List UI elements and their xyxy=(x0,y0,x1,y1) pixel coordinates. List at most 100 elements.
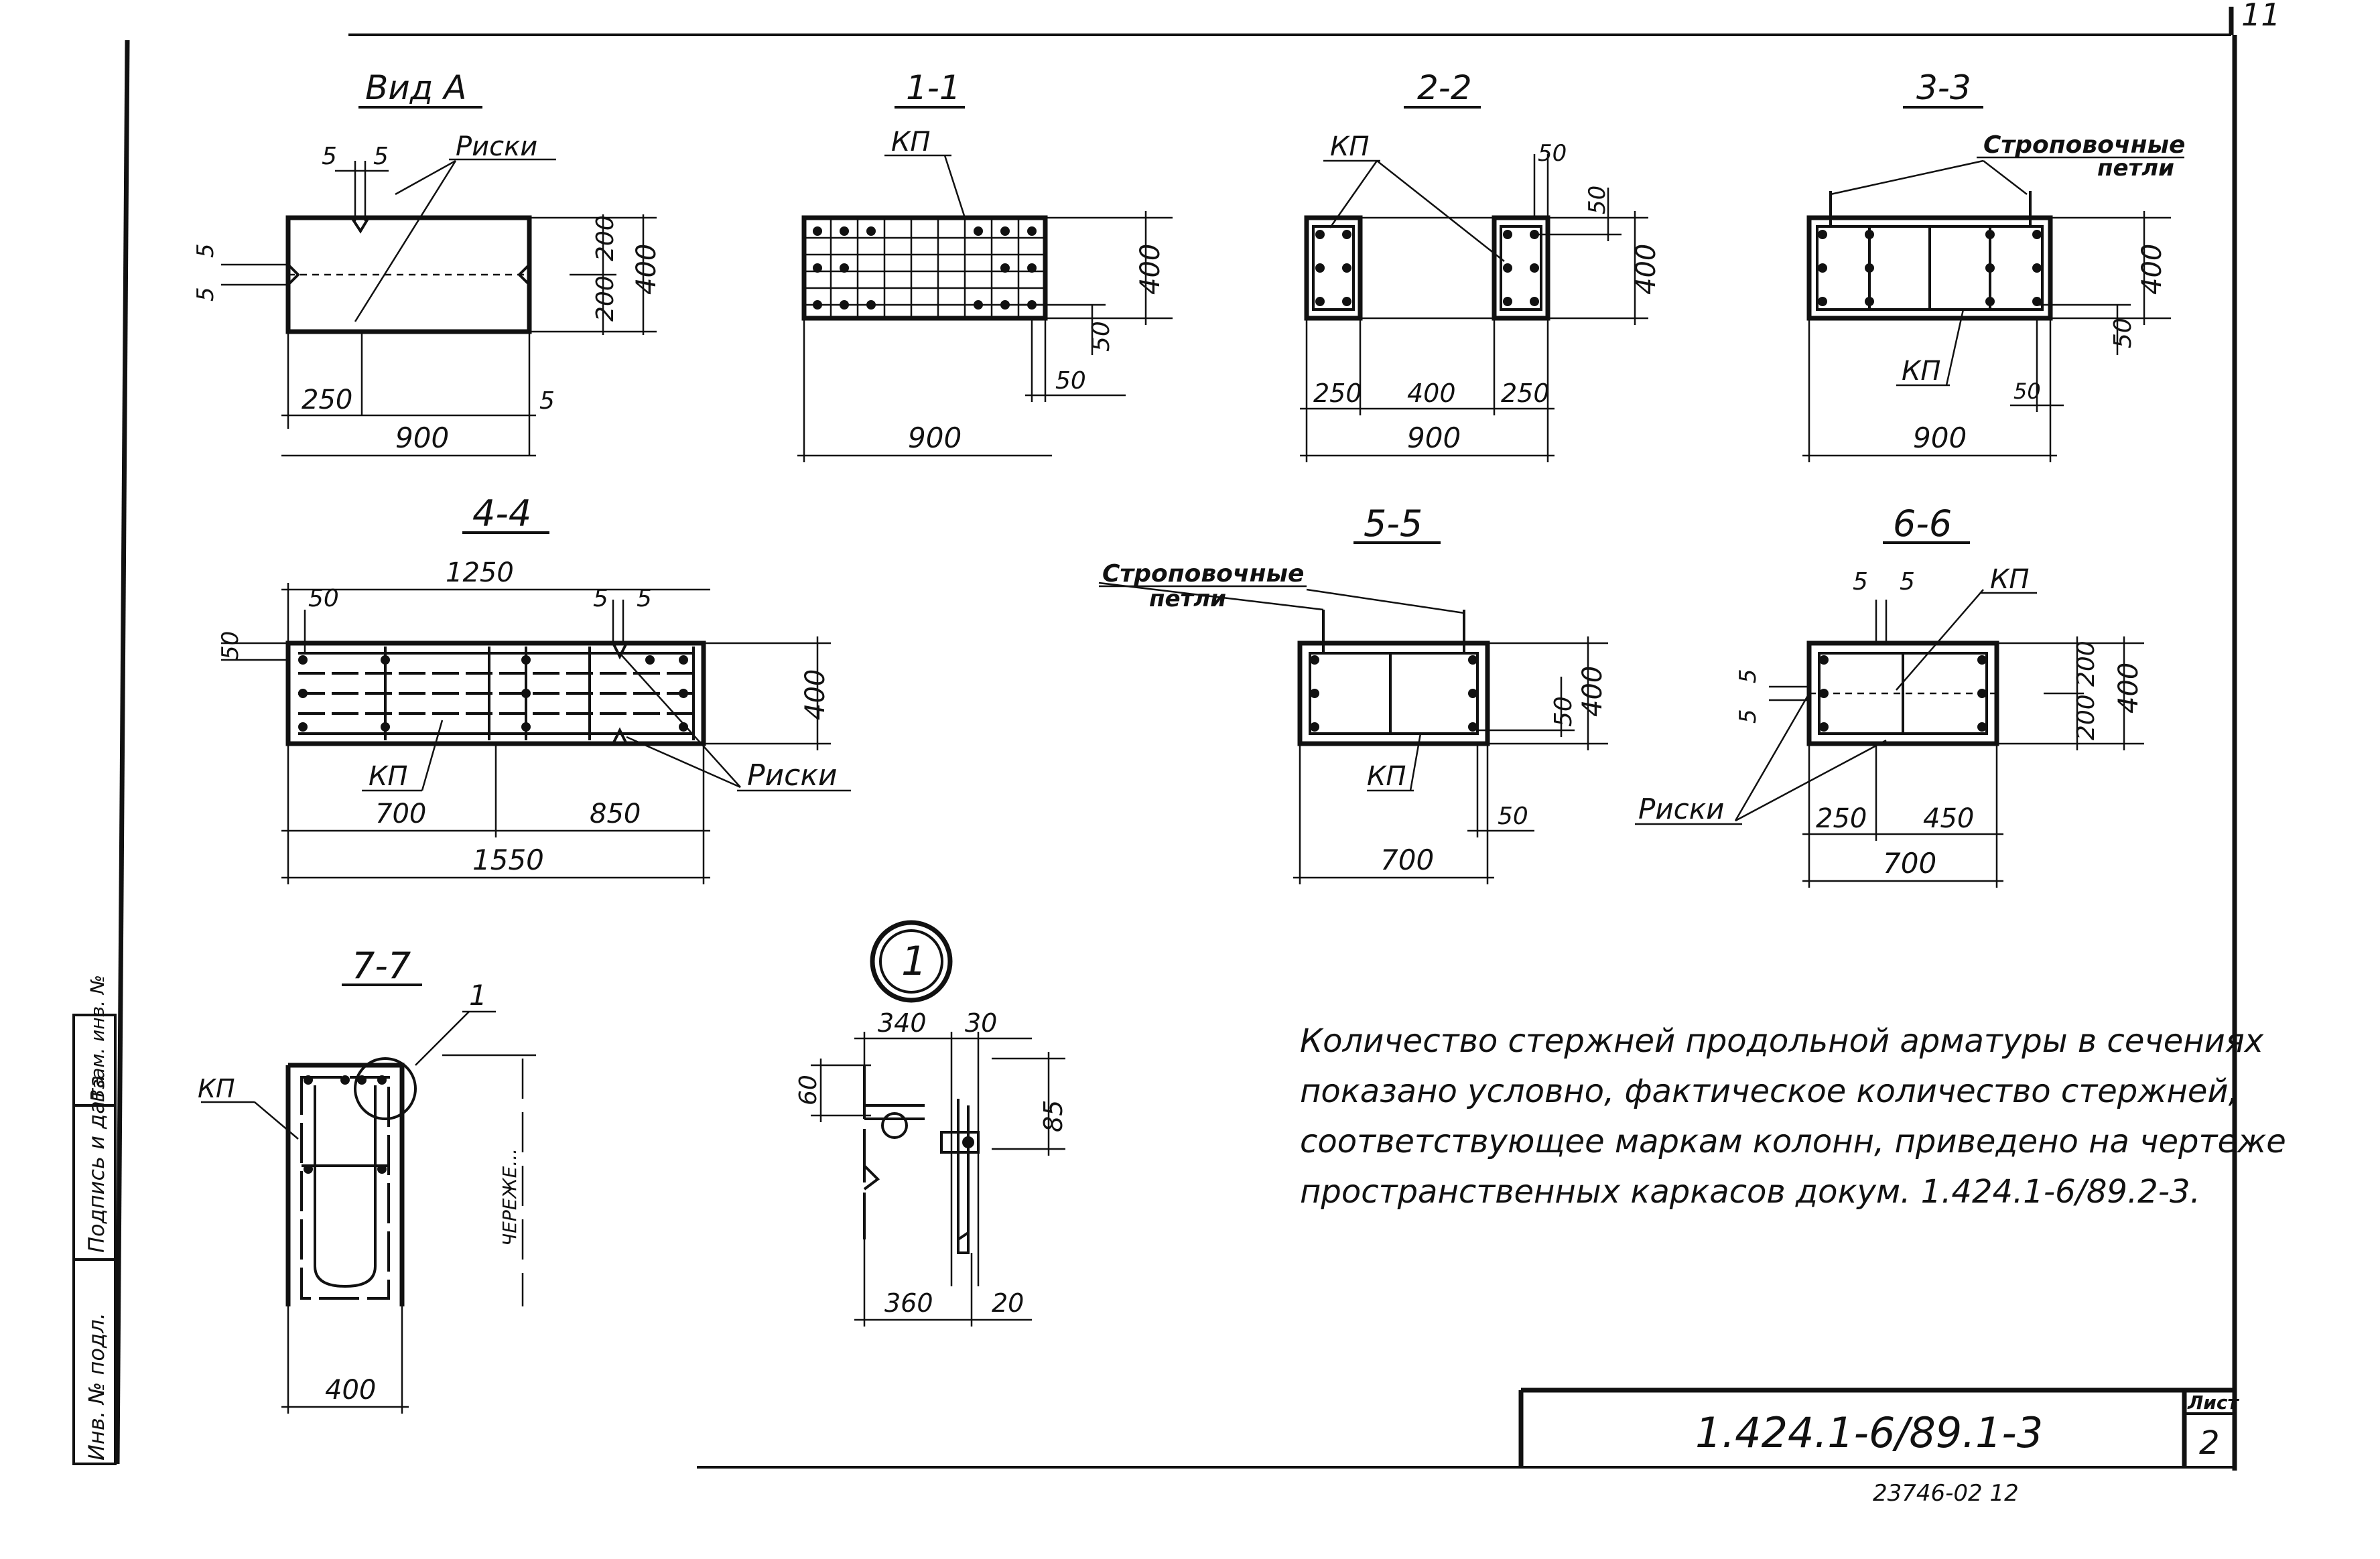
section-5-5-dim400: 400 xyxy=(1577,666,1608,717)
section-6-6-dim200-b: 200 xyxy=(2072,694,2100,740)
strip-inv-label: Инв. № подл. xyxy=(84,1312,109,1461)
section-4-4-dim700: 700 xyxy=(375,799,426,829)
section-3-3-kp: КП xyxy=(1902,356,1940,387)
section-2-2-title: 2-2 xyxy=(1417,68,1472,107)
view-a-dim5-a: 5 xyxy=(322,143,337,170)
section-7-7: 7-7 1 КП ЧЕРЕЖЕ... 400 xyxy=(198,945,536,1414)
section-3-3-dim50-a: 50 xyxy=(2109,318,2137,348)
section-3-3-dim400: 400 xyxy=(2137,244,2168,295)
section-7-7-kp: КП xyxy=(198,1074,235,1103)
section-1-1-dim400: 400 xyxy=(1135,244,1166,295)
view-a-dim900: 900 xyxy=(395,421,449,454)
section-3-3-title: 3-3 xyxy=(1916,68,1971,107)
sheet-corner-number: 11 xyxy=(2241,0,2281,33)
section-2-2-dim400: 400 xyxy=(1407,379,1456,408)
section-5-5: 5-5 Строповочные петли 400 50 КП 50 700 xyxy=(1098,502,1608,884)
node-1: 1 340 30 60 85 360 20 xyxy=(795,920,1068,1327)
section-1-1: 1-1 КП 400 50 50 900 xyxy=(797,68,1173,462)
section-5-5-loops-1: Строповочные xyxy=(1102,560,1304,588)
section-7-7-faded: ЧЕРЕЖЕ... xyxy=(499,1148,521,1246)
archive-stamp: 23746-02 12 xyxy=(1873,1480,2019,1507)
view-a-dim200-a: 200 xyxy=(592,215,619,261)
view-a-dim5-b: 5 xyxy=(373,143,389,170)
section-6-6-dim5-a: 5 xyxy=(1853,568,1868,596)
section-5-5-title: 5-5 xyxy=(1364,502,1423,545)
section-1-1-dim900: 900 xyxy=(908,421,962,454)
section-7-7-callout: 1 xyxy=(469,979,487,1012)
node-1-dim85: 85 xyxy=(1039,1100,1068,1132)
section-6-6-dim250: 250 xyxy=(1816,803,1867,834)
section-4-4-riski: Риски xyxy=(747,758,838,793)
section-5-5-dim700: 700 xyxy=(1380,843,1434,876)
section-2-2-dim400v: 400 xyxy=(1631,244,1662,295)
note-line-4: пространственных каркасов докум. 1.424.1… xyxy=(1300,1173,2200,1211)
node-1-dim30: 30 xyxy=(965,1008,997,1038)
note-line-3: соответствующее маркам колонн, приведено… xyxy=(1300,1123,2286,1160)
section-5-5-dim50-a: 50 xyxy=(1550,696,1577,727)
section-4-4-dim1550: 1550 xyxy=(472,843,544,876)
section-7-7-title: 7-7 xyxy=(352,945,411,987)
view-a-dim200-b: 200 xyxy=(592,275,619,322)
section-1-1-title: 1-1 xyxy=(906,68,961,107)
title-block: 1.424.1-6/89.1-3 Лист 2 23746-02 12 xyxy=(1518,1387,2239,1507)
section-4-4-kp: КП xyxy=(369,761,407,792)
section-1-1-dim50-a: 50 xyxy=(1087,321,1115,352)
section-7-7-dim400: 400 xyxy=(325,1375,376,1406)
note-line-1: Количество стержней продольной арматуры … xyxy=(1300,1022,2264,1060)
section-6-6-dim450: 450 xyxy=(1923,803,1974,834)
view-a-dim400: 400 xyxy=(631,244,662,295)
section-2-2-dim50-a: 50 xyxy=(1538,140,1567,167)
strip-sign-label: Подпись и дата xyxy=(84,1075,109,1253)
section-6-6-title: 6-6 xyxy=(1893,502,1952,545)
section-2-2-kp: КП xyxy=(1330,131,1369,162)
section-4-4-dim1250: 1250 xyxy=(446,557,514,588)
strip-vzam-label: Взам. инв. № xyxy=(86,975,109,1102)
node-1-dim60: 60 xyxy=(795,1075,822,1105)
section-6-6-dim5-c: 5 xyxy=(1735,669,1762,683)
section-3-3: 3-3 Строповочные петли 400 50 50 КП xyxy=(1802,68,2185,462)
sheet-label: Лист xyxy=(2187,1392,2239,1414)
section-4-4-dim50-b: 50 xyxy=(217,631,244,660)
section-6-6-dim700: 700 xyxy=(1883,847,1936,880)
node-1-dim360: 360 xyxy=(884,1288,933,1318)
view-a-dim250: 250 xyxy=(302,385,352,415)
section-6-6-dim5-b: 5 xyxy=(1900,568,1915,596)
sheet-frame xyxy=(115,7,2237,1471)
section-4-4-dim400: 400 xyxy=(800,669,831,720)
section-4-4: 4-4 1250 50 50 5 5 400 xyxy=(217,492,851,884)
node-1-label: 1 xyxy=(901,938,927,985)
section-1-1-kp: КП xyxy=(891,127,930,157)
section-3-3-loops-2: петли xyxy=(2097,155,2174,182)
section-6-6-dim400: 400 xyxy=(2113,663,2144,714)
section-6-6-dim200-a: 200 xyxy=(2072,640,2100,687)
view-a-dim5-c: 5 xyxy=(192,243,219,258)
section-2-2: 2-2 КП 50 50 400 250 400 250 xyxy=(1300,68,1662,462)
section-5-5-loops-2: петли xyxy=(1149,586,1226,612)
note-block: Количество стержней продольной арматуры … xyxy=(1300,1022,2286,1211)
section-2-2-dim900: 900 xyxy=(1407,421,1461,454)
section-6-6: 6-6 5 5 КП 5 5 200 200 400 Риски xyxy=(1635,502,2144,888)
section-4-4-dim850: 850 xyxy=(590,799,641,829)
view-a-riski: Риски xyxy=(456,131,537,162)
designation: 1.424.1-6/89.1-3 xyxy=(1695,1408,2043,1457)
section-3-3-dim50-b: 50 xyxy=(2013,379,2041,404)
section-3-3-dim900: 900 xyxy=(1913,421,1967,454)
section-6-6-kp: КП xyxy=(1990,564,2029,595)
section-2-2-dim250-b: 250 xyxy=(1501,379,1550,408)
node-1-dim340: 340 xyxy=(878,1008,927,1038)
section-1-1-dim50-b: 50 xyxy=(1055,367,1086,395)
view-a-dim5-d: 5 xyxy=(192,287,219,301)
sheet-number: 2 xyxy=(2199,1424,2220,1462)
section-3-3-loops-1: Строповочные xyxy=(1983,131,2185,159)
view-a-title: Вид А xyxy=(365,68,466,107)
note-line-2: показано условно, фактическое количество… xyxy=(1300,1073,2239,1110)
section-4-4-dim5-a: 5 xyxy=(593,585,608,612)
section-5-5-dim50-b: 50 xyxy=(1498,803,1528,830)
section-4-4-dim5-b: 5 xyxy=(637,585,652,612)
section-6-6-dim5-d: 5 xyxy=(1735,709,1762,724)
view-a-dim5-e: 5 xyxy=(539,387,555,415)
node-1-dim20: 20 xyxy=(992,1288,1024,1318)
left-stamp-strip: Инв. № подл. Подпись и дата Взам. инв. № xyxy=(72,975,117,1465)
section-4-4-dim50-a: 50 xyxy=(308,585,339,612)
